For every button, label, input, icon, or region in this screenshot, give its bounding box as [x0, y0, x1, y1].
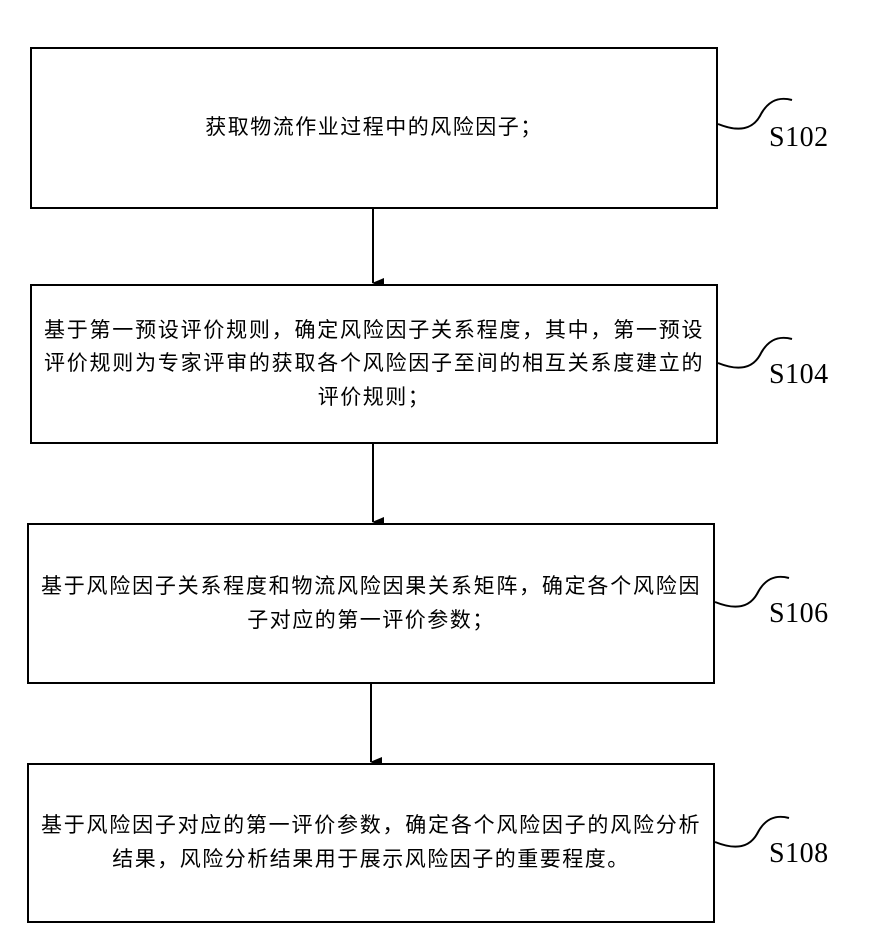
step-label-s104: S104	[769, 361, 829, 389]
step-box-s102: 获取物流作业过程中的风险因子；	[30, 47, 718, 209]
step-label-s106: S106	[769, 600, 829, 628]
step-label-s102: S102	[769, 124, 829, 152]
step-text-s104: 基于第一预设评价规则，确定风险因子关系程度，其中，第一预设评价规则为专家评审的获…	[32, 314, 716, 415]
step-box-s106: 基于风险因子关系程度和物流风险因果关系矩阵，确定各个风险因子对应的第一评价参数；	[27, 523, 715, 684]
step-text-s102: 获取物流作业过程中的风险因子；	[32, 111, 716, 145]
step-text-s106: 基于风险因子关系程度和物流风险因果关系矩阵，确定各个风险因子对应的第一评价参数；	[29, 570, 713, 637]
step-box-s104: 基于第一预设评价规则，确定风险因子关系程度，其中，第一预设评价规则为专家评审的获…	[30, 284, 718, 444]
step-box-s108: 基于风险因子对应的第一评价参数，确定各个风险因子的风险分析结果，风险分析结果用于…	[27, 763, 715, 923]
step-label-s108: S108	[769, 840, 829, 868]
step-text-s108: 基于风险因子对应的第一评价参数，确定各个风险因子的风险分析结果，风险分析结果用于…	[29, 809, 713, 876]
